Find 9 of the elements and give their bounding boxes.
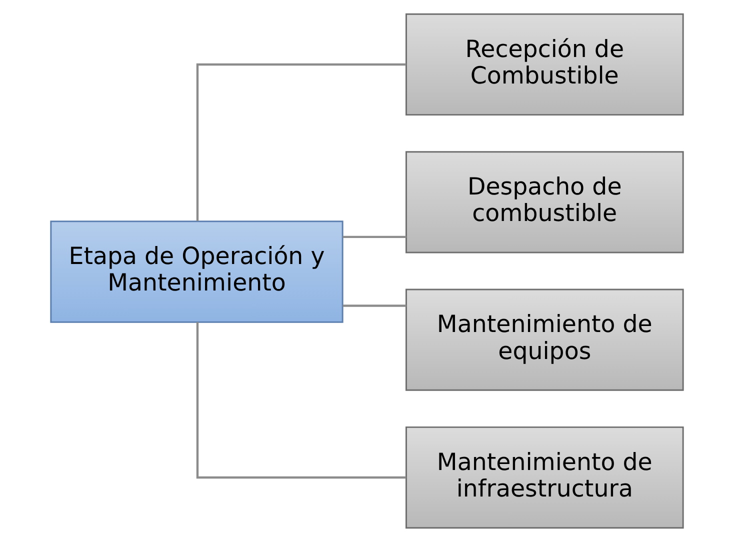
node-box: Mantenimiento de infraestructura: [406, 426, 684, 529]
connector: [196, 322, 406, 479]
node-box: Recepción de Combustible: [406, 13, 684, 116]
node-box: Despacho de combustible: [406, 151, 684, 254]
connector: [196, 63, 406, 222]
node-box: Etapa de Operación y Mantenimiento: [50, 220, 344, 323]
node-box: Mantenimiento de equipos: [406, 288, 684, 391]
connector: [342, 236, 406, 238]
connector: [342, 304, 406, 307]
